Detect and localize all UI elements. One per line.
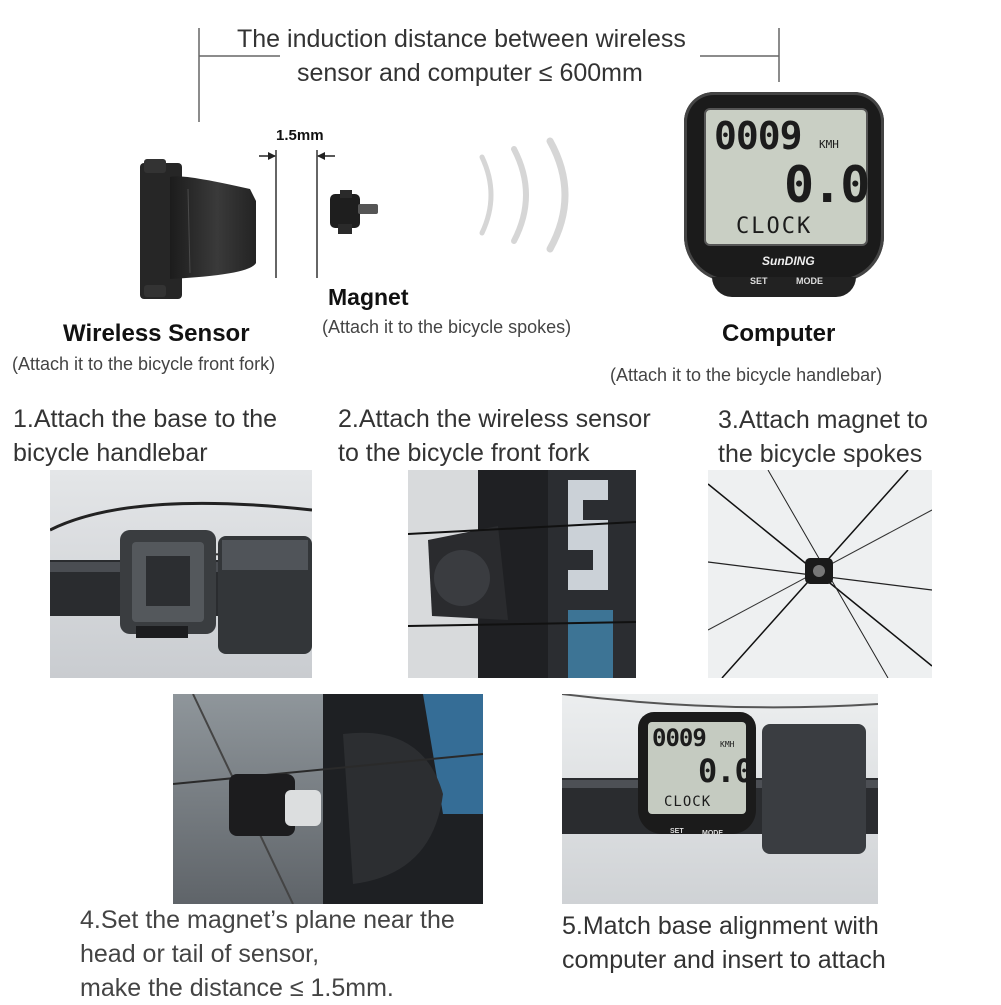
brand-logo: SunDING <box>762 254 815 268</box>
set-button: SET <box>750 276 768 286</box>
step1-line1: 1.Attach the base to the <box>13 405 278 433</box>
photo5-lcd-clock: CLOCK <box>664 794 712 810</box>
step4-line2: head or tail of sensor, <box>80 940 320 968</box>
induction-distance-bracket <box>198 28 780 122</box>
photo-magnet-near-sensor <box>173 694 483 904</box>
step4-line3: make the distance ≤ 1.5mm. <box>80 974 394 1002</box>
photo-magnet-on-spokes <box>708 470 932 678</box>
magnet-note: (Attach it to the bicycle spokes) <box>322 317 572 337</box>
photo5-lcd-unit: KMH <box>720 740 735 749</box>
photo-base-on-handlebar <box>50 470 312 678</box>
photo5-lcd-main: 0.0 <box>698 752 754 790</box>
lcd-top-readout: 0009 <box>714 114 803 158</box>
computer-note: (Attach it to the bicycle handlebar) <box>610 365 883 385</box>
gap-label: 1.5mm <box>276 127 324 144</box>
step5-line1: 5.Match base alignment with <box>562 912 879 940</box>
computer-title: Computer <box>722 320 836 347</box>
wireless-signal-icon <box>479 137 569 253</box>
step1-line2: bicycle handlebar <box>13 439 208 467</box>
lcd-clock-text: CLOCK <box>736 214 813 239</box>
step2-line1: 2.Attach the wireless sensor <box>338 405 651 433</box>
sensor-title: Wireless Sensor <box>63 320 250 347</box>
sensor-note: (Attach it to the bicycle front fork) <box>12 354 276 374</box>
photo-computer-on-base: 0009 KMH 0.0 CLOCK SET MODE <box>562 694 878 904</box>
photo5-lcd-top: 0009 <box>652 724 707 752</box>
wireless-sensor-image <box>140 159 256 299</box>
induction-text-line1: The induction distance between wireless <box>237 25 686 53</box>
photo5-set-label: SET <box>670 828 684 835</box>
mode-button: MODE <box>796 276 823 286</box>
gap-indicator <box>259 150 335 278</box>
magnet-title: Magnet <box>328 284 409 310</box>
lcd-unit: KMH <box>819 138 839 151</box>
induction-text-line2: sensor and computer ≤ 600mm <box>297 59 643 87</box>
magnet-image <box>330 190 378 234</box>
photo-sensor-on-fork <box>408 470 636 678</box>
step4-line1: 4.Set the magnet’s plane near the <box>80 906 455 934</box>
step5-line2: computer and insert to attach <box>562 946 886 974</box>
photo5-mode-label: MODE <box>702 830 723 837</box>
step3-line1: 3.Attach magnet to <box>718 406 928 434</box>
step3-line2: the bicycle spokes <box>718 440 923 468</box>
step2-line2: to the bicycle front fork <box>338 439 590 467</box>
computer-image: 0009 KMH 0.0 CLOCK SunDING SET MODE <box>684 92 884 298</box>
lcd-main-readout: 0.0 <box>784 156 870 214</box>
